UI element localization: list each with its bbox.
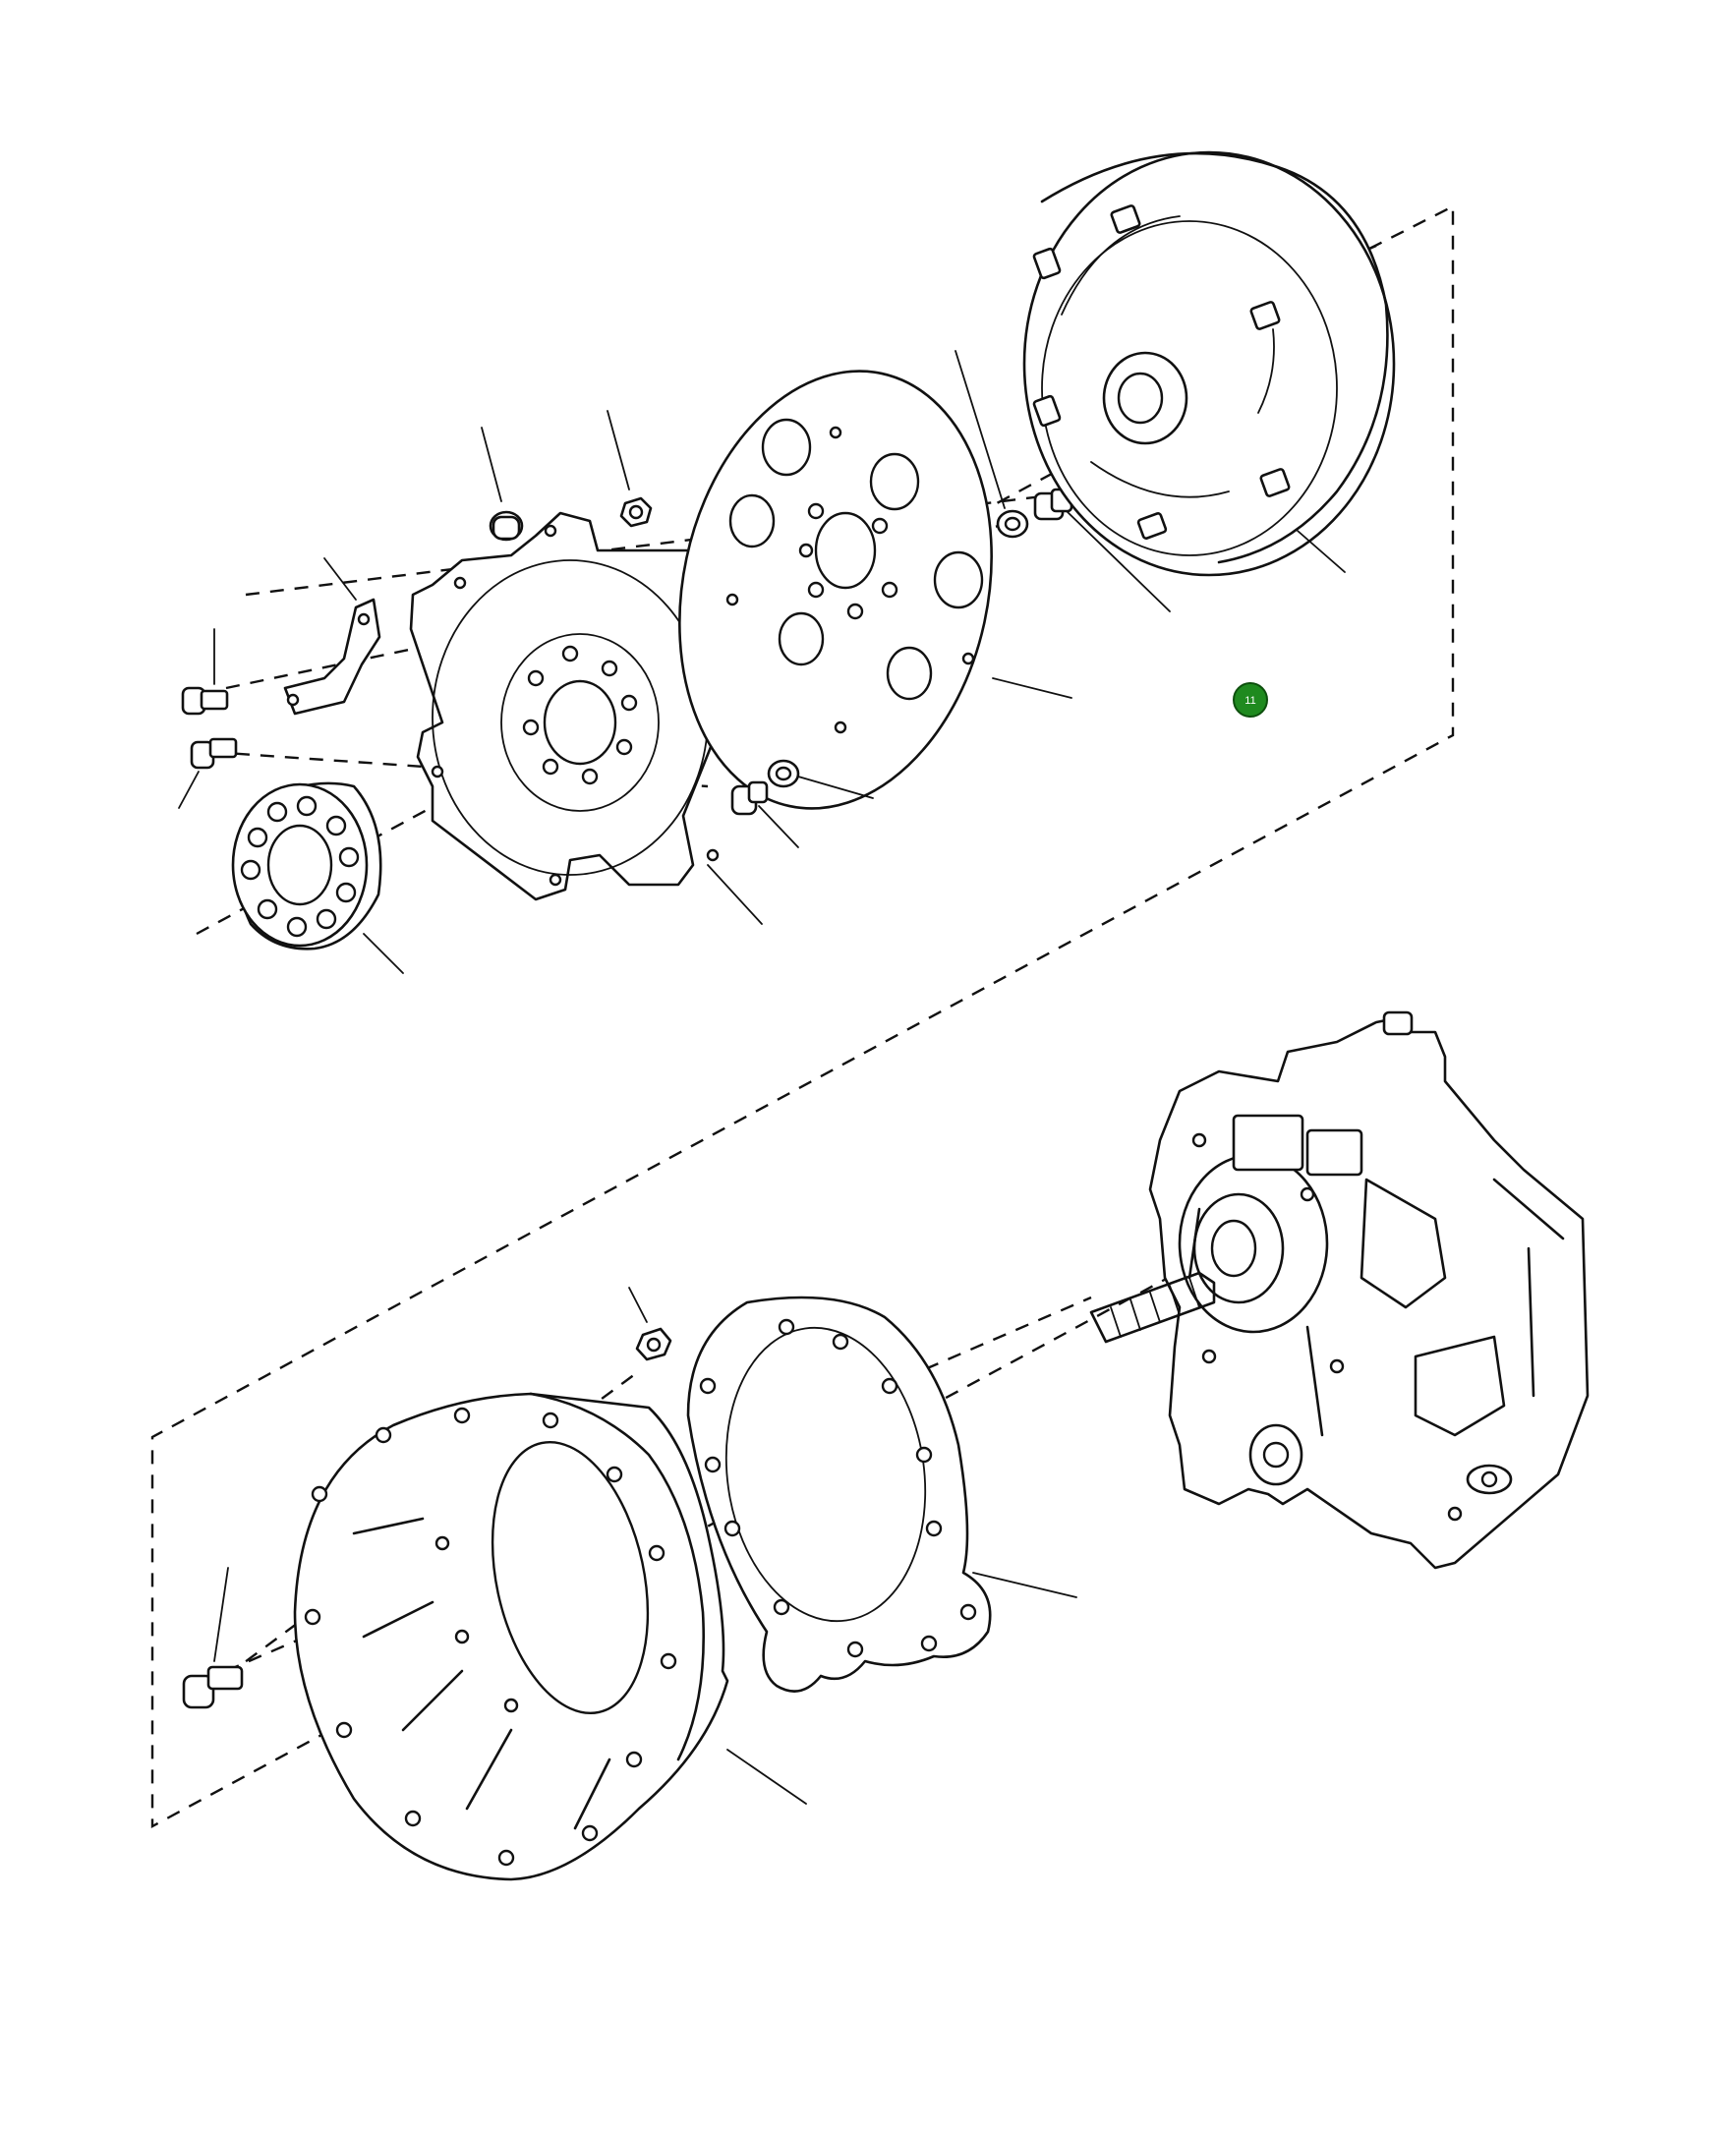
sleeve-nut bbox=[481, 427, 524, 542]
gasket bbox=[686, 1296, 1077, 1693]
transmission bbox=[1089, 1010, 1590, 1570]
assembly-boundary bbox=[150, 204, 1455, 1829]
bolt-small-upper bbox=[181, 628, 229, 716]
bolt-small-lower bbox=[178, 737, 238, 809]
nut-lower bbox=[628, 1287, 672, 1361]
callout-label: 11 bbox=[1244, 695, 1255, 707]
washer-lower bbox=[767, 759, 874, 799]
bolt-housing bbox=[182, 1567, 244, 1709]
hub-adapter bbox=[231, 781, 404, 974]
bracket bbox=[283, 557, 381, 716]
nut-upper bbox=[607, 410, 653, 528]
bell-housing bbox=[293, 1392, 807, 1881]
torque-converter bbox=[1022, 150, 1396, 577]
flex-disc bbox=[678, 370, 1072, 810]
bolt-flange-lower bbox=[730, 780, 799, 848]
washer-upper bbox=[955, 350, 1029, 539]
callout-marker[interactable]: 11 bbox=[1233, 682, 1268, 718]
